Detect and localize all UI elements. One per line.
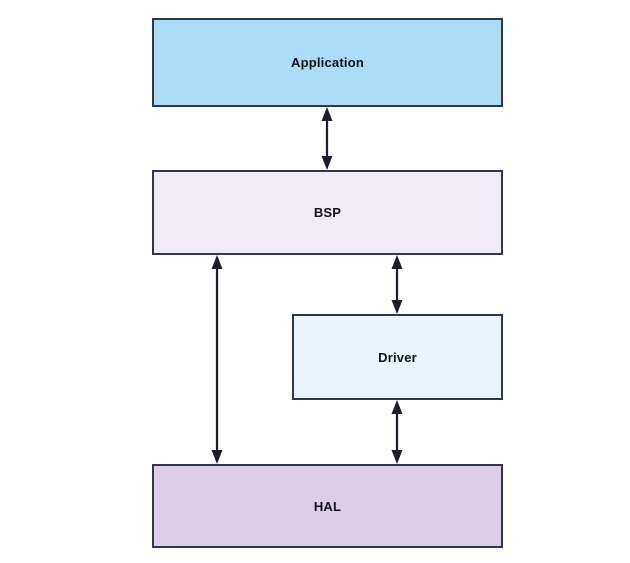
node-bsp-label: BSP	[313, 205, 342, 220]
edge-driver-hal[interactable]	[391, 400, 403, 464]
edge-bsp-hal[interactable]	[211, 255, 223, 464]
edge-application-bsp[interactable]	[321, 107, 333, 170]
node-application[interactable]: Application	[152, 18, 503, 107]
node-driver-label: Driver	[378, 349, 417, 365]
edge-bsp-driver[interactable]	[391, 255, 403, 314]
node-driver[interactable]: Driver	[292, 314, 503, 400]
node-hal-label: HAL	[313, 498, 342, 514]
node-application-label: Application	[291, 55, 364, 70]
node-hal[interactable]: HAL	[152, 464, 503, 548]
node-bsp[interactable]: BSP	[152, 170, 503, 255]
